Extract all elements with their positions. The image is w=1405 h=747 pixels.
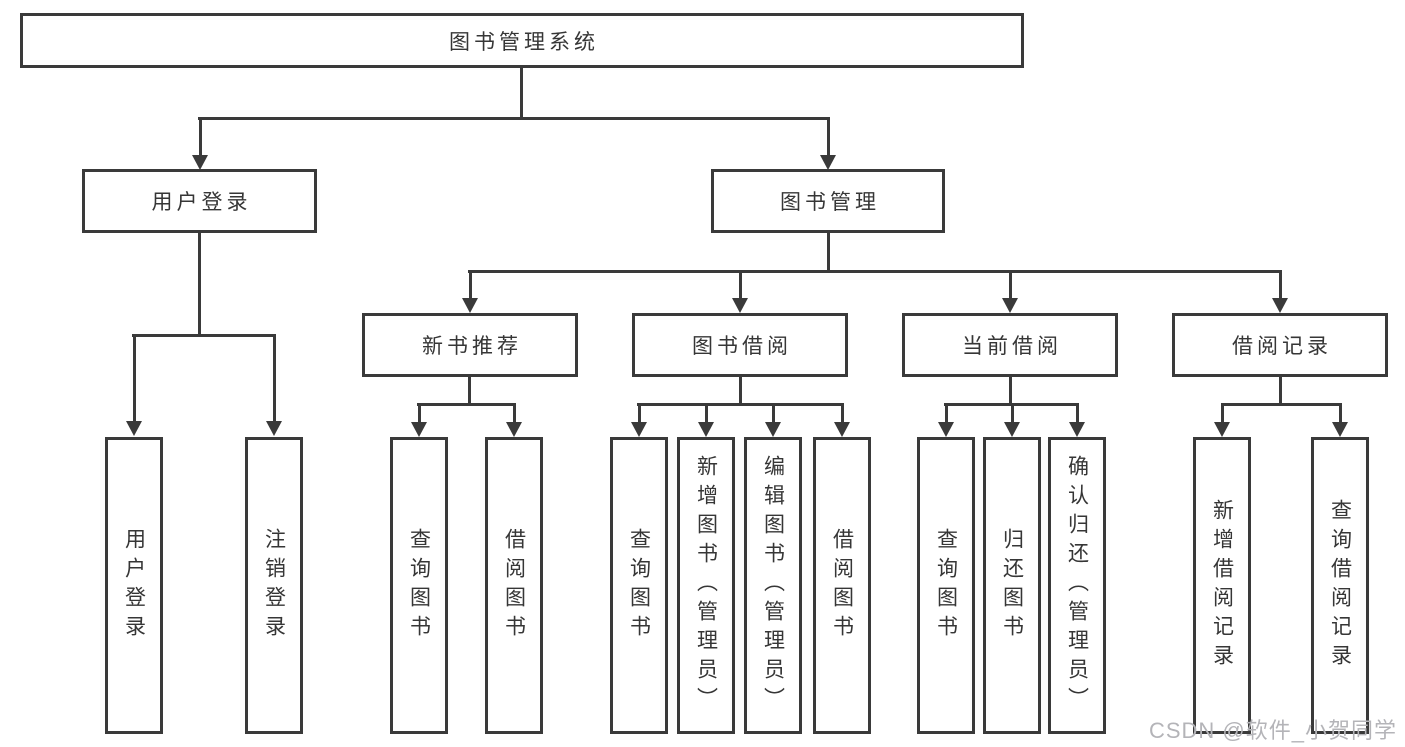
connector-current-borrowing-stem (1009, 375, 1012, 405)
arrow-down-icon (698, 403, 714, 437)
leaf-user-login: 用户登录 (105, 437, 163, 734)
leaf-query-book-current: 查询图书 (917, 437, 975, 734)
leaf-confirm-return-admin: 确认归还（管理员） (1048, 437, 1106, 734)
node-label: 图书管理系统 (449, 30, 599, 54)
node-label: 查询图书 (407, 527, 431, 644)
arrow-down-icon (1002, 270, 1018, 313)
node-label: 图书借阅 (692, 335, 792, 358)
node-label: 图书管理 (780, 191, 880, 214)
connector-root-stem (520, 66, 523, 118)
leaf-add-borrow-record: 新增借阅记录 (1193, 437, 1251, 734)
connector-root-bar (198, 117, 830, 120)
connector-book-borrowing-bar (637, 403, 844, 406)
node-label: 借阅图书 (502, 527, 526, 644)
node-book-borrowing: 图书借阅 (632, 313, 848, 377)
leaf-return-book: 归还图书 (983, 437, 1041, 734)
arrow-down-icon (820, 117, 836, 170)
connector-borrowing-records-bar (1221, 403, 1342, 406)
node-label: 借阅记录 (1232, 335, 1332, 358)
node-label: 新增图书（管理员） (694, 455, 718, 716)
node-label: 注销登录 (262, 527, 286, 644)
node-label: 确认归还（管理员） (1065, 455, 1089, 716)
node-label: 用户登录 (151, 191, 252, 214)
node-label: 新书推荐 (422, 335, 522, 358)
node-label: 查询图书 (627, 527, 651, 644)
leaf-edit-book-admin: 编辑图书（管理员） (744, 437, 802, 734)
node-label: 编辑图书（管理员） (761, 455, 785, 716)
leaf-borrow-book: 借阅图书 (813, 437, 871, 734)
node-user-login: 用户登录 (82, 169, 317, 233)
connector-user-login-stem (198, 232, 201, 336)
node-library-management-system: 图书管理系统 (20, 13, 1024, 68)
arrow-down-icon (732, 270, 748, 313)
arrow-down-icon (1069, 403, 1085, 437)
arrow-down-icon (266, 334, 282, 436)
arrow-down-icon (1332, 403, 1348, 437)
arrow-down-icon (411, 403, 427, 437)
arrow-down-icon (938, 403, 954, 437)
leaf-logout: 注销登录 (245, 437, 303, 734)
leaf-query-book-borrowing: 查询图书 (610, 437, 668, 734)
arrow-down-icon (192, 117, 208, 170)
arrow-down-icon (1272, 270, 1288, 313)
node-label: 用户登录 (122, 527, 146, 644)
leaf-query-book-recommend: 查询图书 (390, 437, 448, 734)
leaf-query-borrow-record: 查询借阅记录 (1311, 437, 1369, 734)
arrow-down-icon (765, 403, 781, 437)
node-borrowing-records: 借阅记录 (1172, 313, 1388, 377)
arrow-down-icon (126, 334, 142, 436)
connector-book-management-stem (827, 232, 830, 272)
leaf-borrow-book-recommend: 借阅图书 (485, 437, 543, 734)
connector-borrowing-records-stem (1279, 375, 1282, 405)
csdn-watermark: CSDN @软件_小贺同学 (1148, 718, 1397, 743)
node-new-book-recommendation: 新书推荐 (362, 313, 578, 377)
arrow-down-icon (462, 270, 478, 313)
connector-user-login-bar (132, 334, 276, 337)
connector-book-borrowing-stem (739, 375, 742, 405)
connector-new-book-bar (417, 403, 516, 406)
node-label: 查询图书 (934, 527, 958, 644)
connector-new-book-stem (468, 375, 471, 405)
arrow-down-icon (631, 403, 647, 437)
arrow-down-icon (834, 403, 850, 437)
node-label: 新增借阅记录 (1210, 498, 1234, 673)
node-label: 当前借阅 (962, 335, 1062, 358)
connector-book-management-bar (468, 270, 1282, 273)
node-label: 借阅图书 (830, 527, 854, 644)
node-label: 归还图书 (1000, 527, 1024, 644)
arrow-down-icon (1004, 403, 1020, 437)
leaf-add-book-admin: 新增图书（管理员） (677, 437, 735, 734)
arrow-down-icon (1214, 403, 1230, 437)
node-label: 查询借阅记录 (1328, 498, 1352, 673)
node-current-borrowing: 当前借阅 (902, 313, 1118, 377)
arrow-down-icon (506, 403, 522, 437)
node-book-management: 图书管理 (711, 169, 945, 233)
